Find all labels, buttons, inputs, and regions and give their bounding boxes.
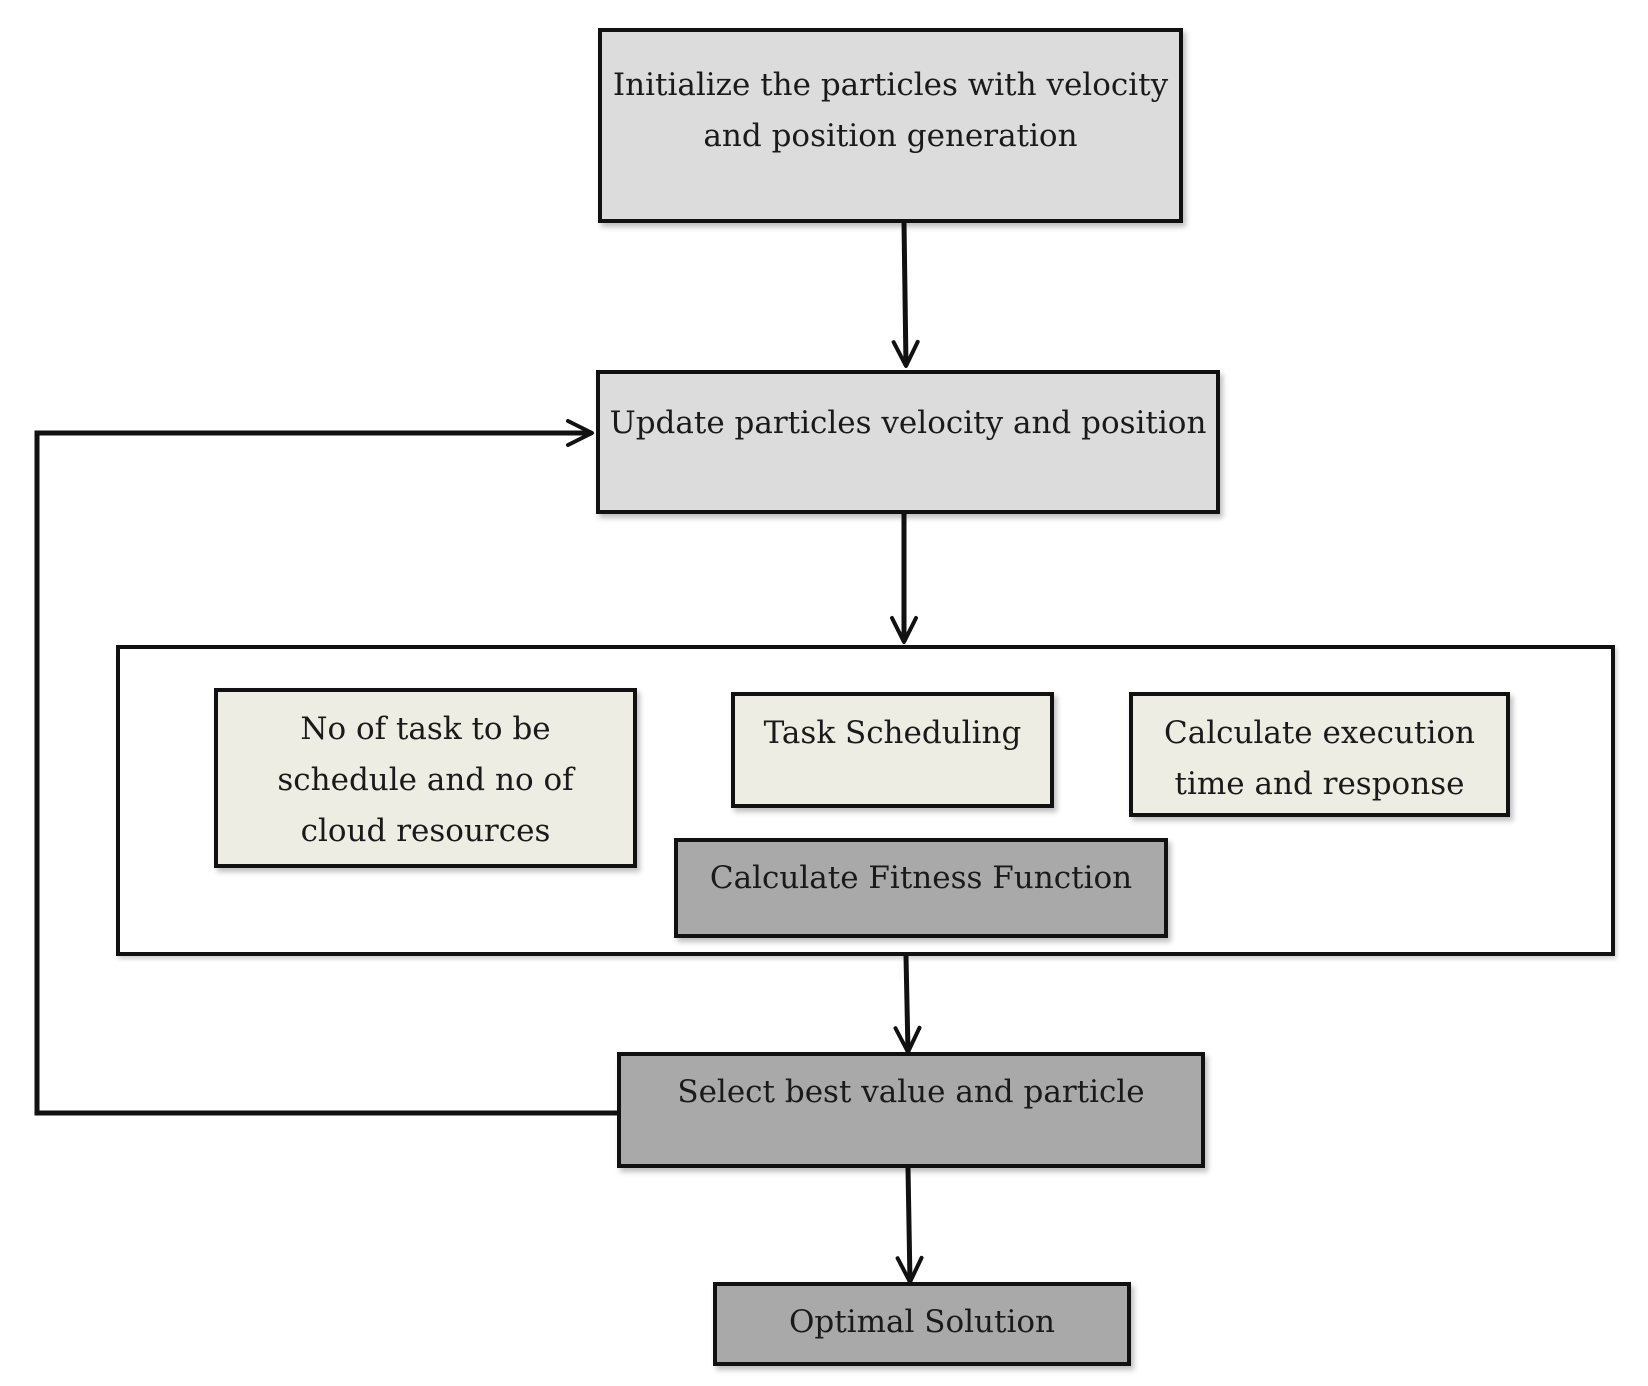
- fitness-function-label: Calculate Fitness Function: [709, 860, 1133, 896]
- update-particles-label: Update particles velocity and position: [609, 405, 1207, 441]
- select-best-box: Select best value and particle: [617, 1052, 1205, 1168]
- optimal-solution-label: Optimal Solution: [788, 1304, 1056, 1340]
- select-best-label: Select best value and particle: [677, 1074, 1145, 1110]
- arrow-evaluation-to-select: [893, 955, 922, 1054]
- optimal-solution-box: Optimal Solution: [713, 1282, 1131, 1366]
- arrow-init-to-update: [891, 221, 920, 368]
- task-scheduling-label: Task Scheduling: [763, 715, 1022, 751]
- init-particles-box: Initialize the particles with velocity a…: [598, 28, 1183, 223]
- calc-execution-label: Calculate execution time and response: [1164, 715, 1475, 803]
- feedback-loop-arrow: [34, 419, 618, 1116]
- init-particles-label: Initialize the particles with velocity a…: [612, 67, 1169, 155]
- update-particles-box: Update particles velocity and position: [596, 370, 1220, 514]
- tasks-resources-label: No of task to be schedule and no of clou…: [277, 711, 574, 850]
- arrow-select-to-optimal: [895, 1167, 924, 1284]
- calc-execution-box: Calculate execution time and response: [1129, 692, 1510, 817]
- fitness-function-box: Calculate Fitness Function: [674, 838, 1168, 938]
- tasks-resources-box: No of task to be schedule and no of clou…: [214, 688, 637, 868]
- task-scheduling-box: Task Scheduling: [731, 692, 1054, 808]
